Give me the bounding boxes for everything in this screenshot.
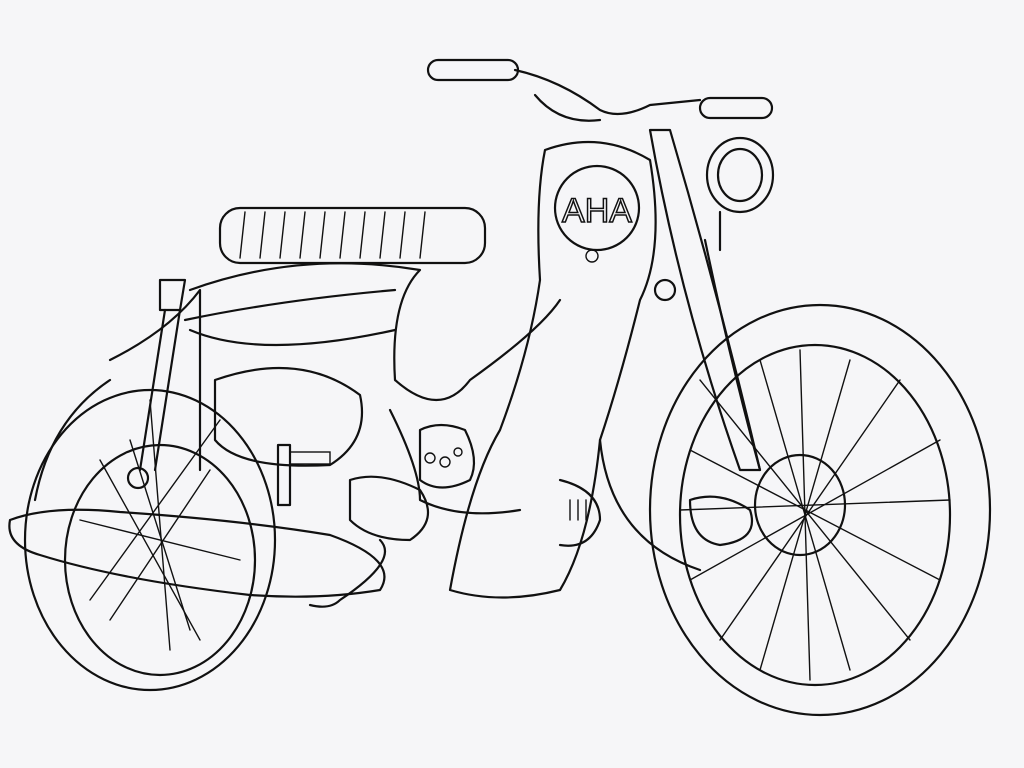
lower-cowl bbox=[598, 438, 702, 572]
rear-wheel bbox=[23, 388, 277, 692]
rear-shock bbox=[126, 278, 187, 490]
rear-fender bbox=[33, 378, 112, 502]
exhaust-pipe bbox=[8, 508, 386, 608]
emblem-text: AHA bbox=[562, 192, 632, 230]
leg-shield: AHA bbox=[448, 140, 657, 599]
handlebars bbox=[426, 58, 774, 122]
engine bbox=[276, 423, 602, 547]
headlight bbox=[705, 136, 775, 252]
front-fork bbox=[648, 128, 762, 547]
body-frame bbox=[108, 262, 562, 515]
front-wheel bbox=[648, 303, 992, 717]
seat bbox=[218, 206, 487, 265]
